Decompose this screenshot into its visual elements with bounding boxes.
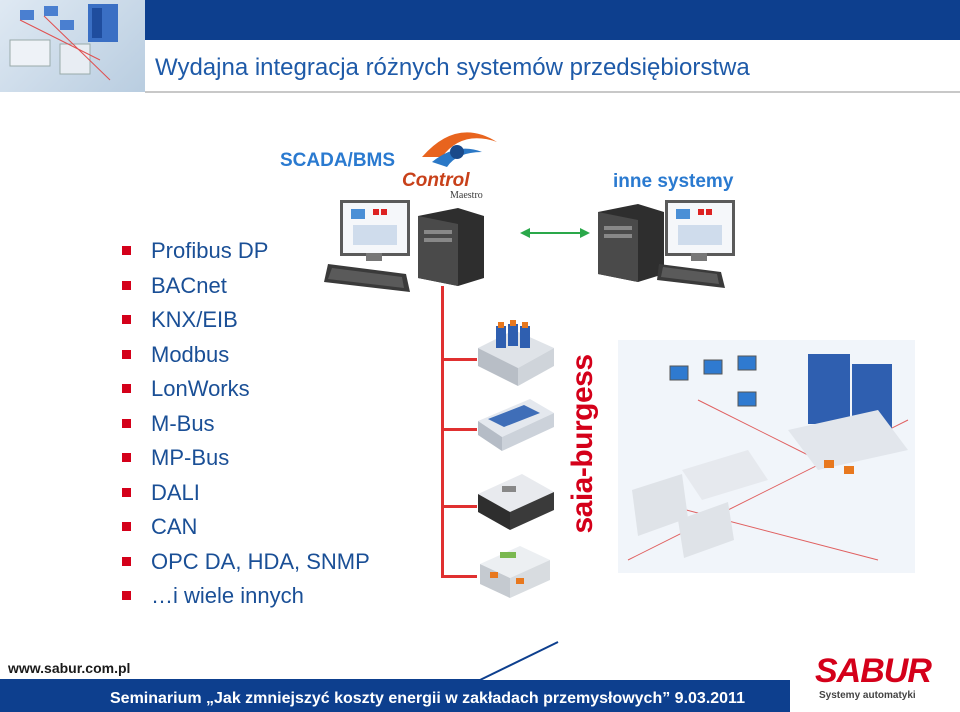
footer-bar [0,680,790,712]
bullet-square-icon [122,315,131,324]
header-divider [145,91,960,93]
scada-monitor [340,200,410,261]
list-item: MP-Bus [122,444,370,479]
other-systems-label: inne systemy [613,171,734,192]
footer-seminar-text: Seminarium „Jak zmniejszyć koszty energi… [110,690,745,707]
scada-keyboard [322,262,412,296]
saia-room-controller-icon [476,542,554,602]
bullet-square-icon [122,384,131,393]
header-bar [145,0,960,40]
network-branch-3 [441,505,477,508]
bullet-square-icon [122,522,131,531]
sabur-logo-subtext: Systemy automatyki [819,690,916,701]
control-maestro-logo: Control Maestro [402,122,512,202]
bullet-square-icon [122,246,131,255]
bullet-square-icon [122,556,131,566]
saia-burgess-text: saia-burgess [566,354,599,534]
scada-bms-label: SCADA/BMS [280,150,396,171]
bullet-square-icon [122,591,131,600]
saia-plc-module-icon [474,318,556,388]
other-monitor [665,200,735,261]
bullet-square-icon [122,418,131,428]
sabur-logo: SABUR Systemy automatyki [815,652,955,704]
network-branch-1 [441,358,477,361]
list-item: M-Bus [122,410,370,445]
list-item: BACnet [122,272,370,307]
list-item: Modbus [122,341,370,376]
bullet-square-icon [122,453,131,462]
list-item: DALI [122,479,370,514]
header-thumbnail-image [0,0,145,92]
saia-panel-module-icon [474,395,556,453]
bullet-square-icon [122,487,131,497]
bullet-square-icon [122,280,131,290]
system-link-arrow [520,226,590,240]
list-item: Profibus DP [122,237,370,272]
slide-title: Wydajna integracja różnych systemów prze… [155,54,750,81]
saia-burgess-logo: saia-burgess [566,346,602,542]
footer-url-link[interactable]: www.sabur.com.pl [8,660,131,676]
sabur-logo-text: SABUR [815,652,932,690]
control-logo-text: Control [402,170,470,191]
network-branch-4 [441,575,477,578]
list-item: KNX/EIB [122,306,370,341]
other-keyboard [655,262,727,292]
eye-logo-icon [422,132,497,167]
network-trunk-line [441,286,444,578]
list-item: CAN [122,513,370,548]
maestro-logo-text: Maestro [450,190,483,201]
protocol-list: Profibus DP BACnet KNX/EIB Modbus LonWor… [122,237,370,617]
bullet-square-icon [122,349,131,359]
saia-controller-icon [474,470,556,532]
other-server-tower [598,204,664,282]
building-automation-illustration [618,340,915,573]
network-branch-2 [441,428,477,431]
list-item: LonWorks [122,375,370,410]
list-item: …i wiele innych [122,582,370,617]
scada-server-tower [418,208,484,286]
list-item: OPC DA, HDA, SNMP [122,548,370,583]
